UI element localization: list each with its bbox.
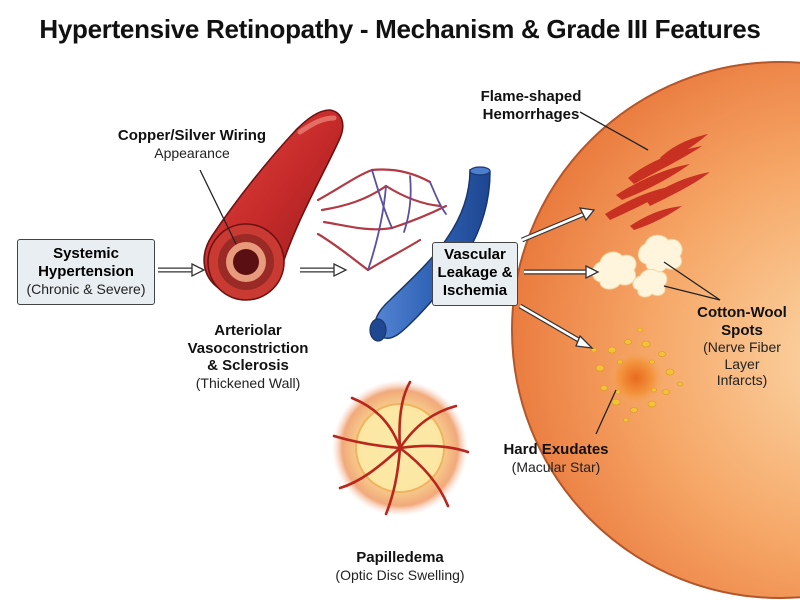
artery — [203, 109, 344, 301]
cotton-line-1: Cotton-Wool — [697, 304, 787, 321]
arrow-artery-to-capillaries — [300, 262, 348, 278]
macular-star — [591, 327, 683, 423]
exudates-line-2: (Macular Star) — [511, 458, 601, 475]
arrow-systemic-to-artery — [158, 262, 206, 278]
systemic-line-3: (Chronic & Severe) — [26, 281, 146, 297]
copper-silver-wiring-label: Copper/Silver Wiring Appearance — [92, 127, 292, 161]
wiring-line-2: Appearance — [154, 144, 230, 161]
flame-hemorrhages-label: Flame-shaped Hemorrhages — [456, 88, 606, 123]
papilledema-line-1: Papilledema — [356, 549, 444, 566]
exudates-line-1: Hard Exudates — [503, 441, 609, 458]
systemic-hypertension-box: Systemic Hypertension (Chronic & Severe) — [17, 239, 155, 305]
arteriolar-line-2: Vasoconstriction — [187, 339, 309, 357]
vascular-leakage-box: Vascular Leakage & Ischemia — [432, 242, 518, 306]
diagram-title: Hypertensive Retinopathy - Mechanism & G… — [39, 14, 761, 44]
optic-disc-papilledema — [332, 380, 470, 516]
arteriolar-vasoconstriction-label: Arteriolar Vasoconstriction & Sclerosis … — [168, 322, 328, 392]
flame-line-2: Hemorrhages — [482, 105, 580, 123]
systemic-line-1: Systemic — [53, 245, 119, 262]
wiring-line-1: Copper/Silver Wiring — [117, 127, 267, 144]
flame-hemorrhages — [605, 134, 710, 230]
cotton-line-2: Spots — [721, 321, 763, 339]
leakage-line-2: Leakage & — [437, 264, 513, 281]
cotton-wool-spots — [592, 234, 683, 298]
arteriolar-line-1: Arteriolar — [214, 322, 282, 339]
capillary-network — [316, 168, 448, 272]
leakage-line-3: Ischemia — [442, 282, 508, 299]
arteriolar-line-3: & Sclerosis — [207, 357, 289, 375]
cotton-line-3: (Nerve Fiber — [703, 339, 781, 356]
cotton-wool-spots-label: Cotton-Wool Spots (Nerve Fiber Layer Inf… — [688, 304, 796, 389]
papilledema-label: Papilledema (Optic Disc Swelling) — [310, 549, 490, 583]
arrow-to-hemorrhages — [521, 207, 596, 243]
hard-exudates-label: Hard Exudates (Macular Star) — [486, 441, 626, 475]
arteriolar-line-4: (Thickened Wall) — [195, 375, 301, 392]
cotton-line-5: Infarcts) — [716, 372, 768, 389]
arrow-to-cotton-wool — [524, 264, 600, 280]
leader-lines — [199, 111, 721, 435]
systemic-line-2: Hypertension — [38, 263, 134, 280]
retina — [511, 61, 800, 599]
leakage-line-1: Vascular — [444, 246, 506, 263]
flow-arrows — [158, 207, 600, 349]
arrow-to-exudates — [518, 303, 594, 349]
flame-line-1: Flame-shaped — [480, 88, 582, 105]
papilledema-line-2: (Optic Disc Swelling) — [335, 566, 465, 583]
cotton-line-4: Layer — [724, 355, 760, 372]
